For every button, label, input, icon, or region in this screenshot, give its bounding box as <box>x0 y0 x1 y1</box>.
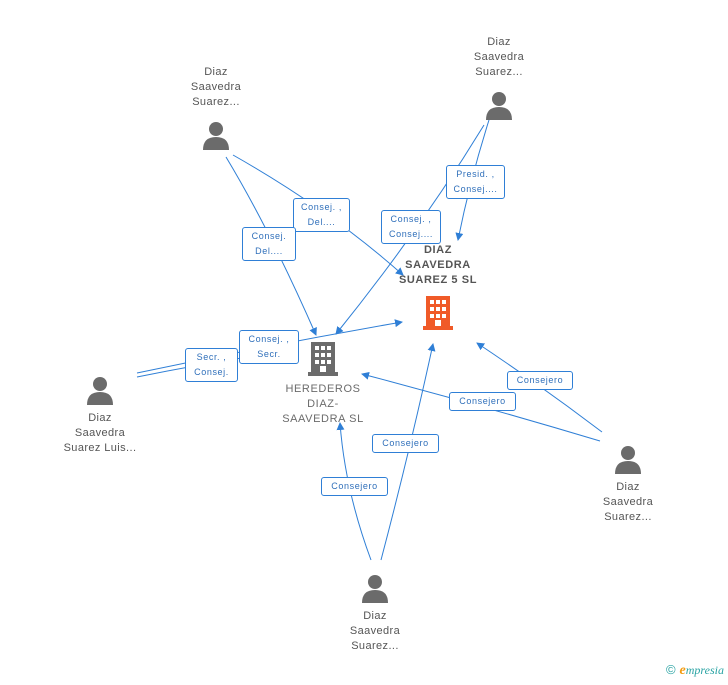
person-icon <box>615 446 641 474</box>
person-icon <box>203 122 229 150</box>
edge-label-right-herederos[interactable]: Consejero <box>449 392 516 411</box>
brand-logo-e: e <box>679 663 686 678</box>
building-icon <box>308 342 338 376</box>
edge-label-bottom-herederos[interactable]: Consejero <box>321 477 388 496</box>
edge-label-topright-herederos[interactable]: Consej. , Consej.... <box>381 210 441 244</box>
company-node-main[interactable]: DIAZ SAAVEDRA SUAREZ 5 SL <box>383 243 493 330</box>
person-label: Diaz Saavedra Suarez... <box>602 481 654 523</box>
brand-footer: ©empresia <box>666 662 724 679</box>
company-label: DIAZ SAAVEDRA SUAREZ 5 SL <box>398 244 478 286</box>
company-node-herederos[interactable]: HEREDEROS DIAZ- SAAVEDRA SL <box>268 342 378 427</box>
edge-label-left-herederos[interactable]: Secr. , Consej. <box>185 348 238 382</box>
person-node-bottom[interactable]: Diaz Saavedra Suarez... <box>320 573 430 654</box>
person-node-left[interactable]: Diaz Saavedra Suarez Luis... <box>45 375 155 456</box>
edge-label-topleft-main[interactable]: Consej. , Del.... <box>293 198 350 232</box>
edge-label-bottom-main[interactable]: Consejero <box>372 434 439 453</box>
person-node-top-right[interactable]: Diaz Saavedra Suarez... <box>444 35 554 120</box>
person-label: Diaz Saavedra Suarez Luis... <box>63 412 137 454</box>
person-label: Diaz Saavedra Suarez... <box>190 66 242 108</box>
edge-label-left-main[interactable]: Consej. , Secr. <box>239 330 299 364</box>
person-icon <box>87 377 113 405</box>
person-node-right[interactable]: Diaz Saavedra Suarez... <box>573 444 683 525</box>
person-label: Diaz Saavedra Suarez... <box>349 610 401 652</box>
copyright-icon: © <box>665 662 676 677</box>
edge-label-topleft-herederos[interactable]: Consej. Del.... <box>242 227 296 261</box>
brand-name: mpresia <box>685 663 724 677</box>
building-icon <box>423 296 453 330</box>
person-node-top-left[interactable]: Diaz Saavedra Suarez... <box>161 65 271 150</box>
edge-label-topright-main[interactable]: Presid. , Consej.... <box>446 165 505 199</box>
person-icon <box>362 575 388 603</box>
company-label: HEREDEROS DIAZ- SAAVEDRA SL <box>282 383 364 425</box>
person-label: Diaz Saavedra Suarez... <box>473 36 525 78</box>
person-icon <box>486 92 512 120</box>
edge-label-right-main[interactable]: Consejero <box>507 371 573 390</box>
